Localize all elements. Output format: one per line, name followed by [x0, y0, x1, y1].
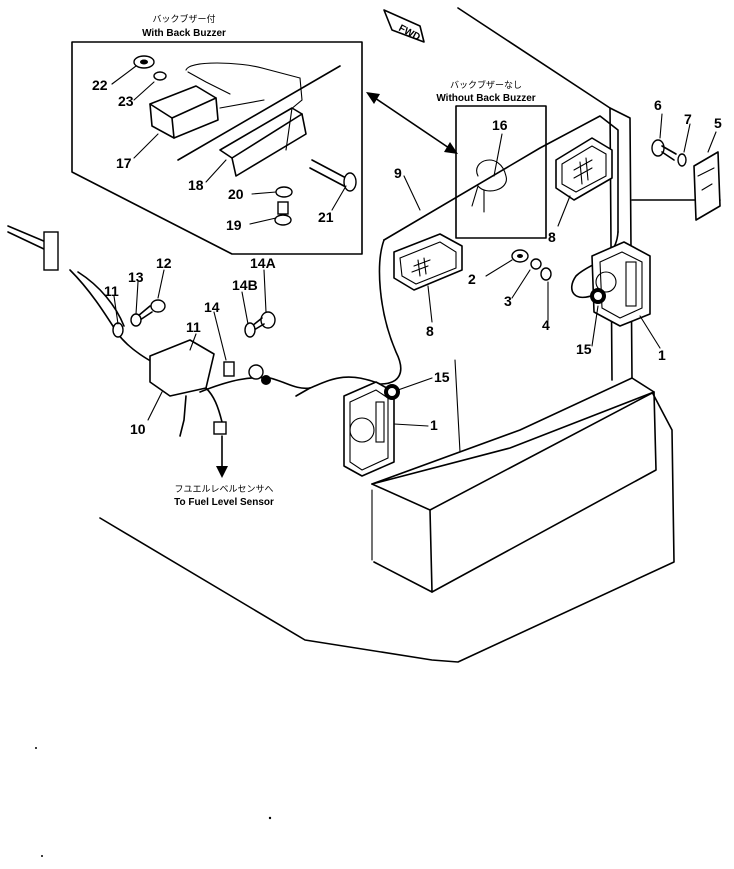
callout-7: 7	[684, 111, 692, 127]
leader-lines	[111, 65, 717, 427]
buzzer-bracket-part	[219, 107, 307, 177]
callout-14: 14	[204, 299, 220, 315]
back-buzzer-part	[149, 62, 341, 161]
callout-2: 2	[468, 271, 476, 287]
callout-8-right: 8	[548, 229, 556, 245]
with-buzzer-caption-jp: バックブザー付	[152, 13, 215, 24]
without-buzzer-caption-en: Without Back Buzzer	[436, 93, 535, 104]
callout-13: 13	[128, 269, 144, 285]
callout-15-right: 15	[576, 341, 592, 357]
callout-9: 9	[394, 165, 402, 181]
callout-21: 21	[318, 209, 334, 225]
callout-3: 3	[504, 293, 512, 309]
plate-5	[693, 151, 721, 221]
bolt-21-part	[309, 159, 357, 192]
fwd-arrow-mark: FWD	[383, 9, 425, 43]
callout-labels: 22 23 17 18 20 19 21 16 9 8 8 2 3 4 6 7 …	[92, 77, 722, 437]
bolt-19-part	[274, 201, 292, 226]
callout-12: 12	[156, 255, 172, 271]
bolt-6	[651, 139, 677, 161]
callout-23: 23	[118, 93, 134, 109]
inset-link-arrow	[366, 92, 458, 154]
grommet-15-center	[384, 384, 400, 400]
washer-20-part	[275, 186, 293, 198]
bolt-12	[137, 299, 166, 321]
callout-19: 19	[226, 217, 242, 233]
callout-10: 10	[130, 421, 146, 437]
callout-6: 6	[654, 97, 662, 113]
without-buzzer-caption-jp: バックブザーなし	[450, 79, 522, 90]
nut-2	[511, 249, 529, 263]
callout-1-right: 1	[658, 347, 666, 363]
with-buzzer-caption-en: With Back Buzzer	[142, 28, 226, 39]
without-buzzer-box	[455, 105, 547, 239]
callout-11-left: 11	[104, 283, 119, 299]
nut-22-part	[133, 55, 155, 69]
callout-14b: 14B	[232, 277, 258, 293]
clip-14	[223, 361, 271, 385]
work-lamp-right	[555, 137, 613, 201]
with-buzzer-inset	[71, 41, 363, 255]
battery-box	[371, 377, 657, 593]
callout-20: 20	[228, 186, 244, 202]
washer-7	[677, 153, 687, 167]
callout-15-center: 15	[434, 369, 450, 385]
callout-5: 5	[714, 115, 722, 131]
grommet-15-right	[590, 288, 606, 304]
callout-14a: 14A	[250, 255, 276, 271]
washer-23-part	[153, 71, 167, 81]
bolt-14a	[251, 311, 276, 331]
callout-8-center: 8	[426, 323, 434, 339]
callout-4: 4	[542, 317, 550, 333]
washer-4	[540, 267, 552, 281]
callout-18: 18	[188, 177, 204, 193]
washer-13	[130, 313, 142, 327]
work-lamp-center	[393, 233, 463, 291]
callout-22: 22	[92, 77, 108, 93]
callout-17: 17	[116, 155, 132, 171]
callout-1-center: 1	[430, 417, 438, 433]
fuel-sensor-caption-en: To Fuel Level Sensor	[174, 497, 274, 508]
rear-lamp-right	[591, 241, 651, 327]
fuel-sensor-arrow	[216, 435, 228, 478]
left-harness	[7, 225, 311, 437]
callout-16: 16	[492, 117, 508, 133]
callout-11-right: 11	[186, 319, 201, 335]
scan-specks	[35, 747, 272, 857]
rear-lamp-center	[343, 381, 395, 477]
fuel-sensor-caption-jp: フユエルレベルセンサへ	[174, 484, 273, 494]
washer-3	[530, 258, 542, 270]
washer-14b	[244, 322, 256, 338]
